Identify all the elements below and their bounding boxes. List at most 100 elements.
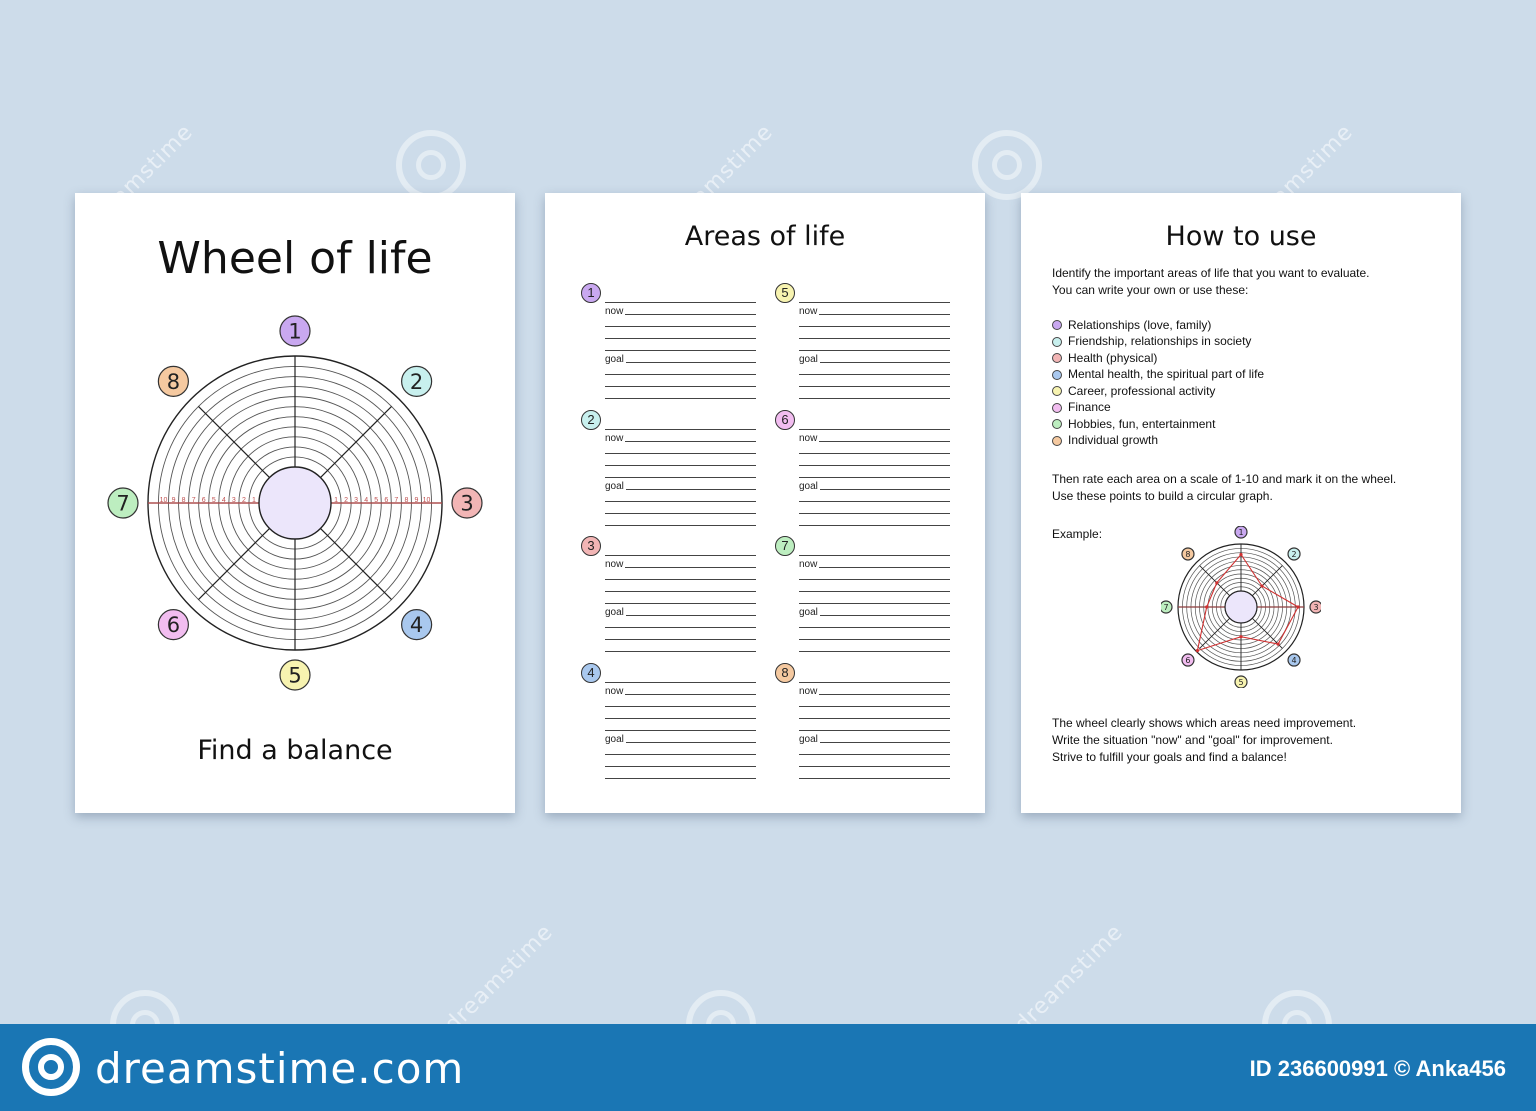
area-number-badge: 5 [775, 283, 795, 303]
area-number-badge: 4 [581, 662, 601, 683]
writing-line[interactable] [799, 591, 950, 592]
writing-line[interactable] [605, 326, 756, 327]
writing-line[interactable] [605, 603, 756, 604]
writing-line[interactable] [605, 591, 756, 592]
svg-text:4: 4 [410, 613, 423, 637]
writing-line[interactable] [799, 651, 950, 652]
writing-line[interactable] [799, 705, 950, 707]
area-badge-5: 5 [1234, 675, 1248, 688]
writing-line[interactable] [799, 729, 950, 731]
color-dot-icon [1052, 336, 1062, 347]
writing-line[interactable] [605, 651, 756, 652]
writing-line[interactable] [605, 476, 756, 478]
writing-line[interactable] [605, 398, 756, 399]
rate-text: Then rate each area on a scale of 1-10 a… [1052, 472, 1397, 503]
writing-line[interactable] [799, 326, 950, 327]
writing-line[interactable] [605, 639, 756, 640]
area-name-line[interactable] [605, 555, 756, 556]
writing-line[interactable] [799, 398, 950, 399]
writing-line[interactable] [799, 476, 950, 478]
color-dot-icon [1052, 435, 1062, 446]
writing-line[interactable] [799, 440, 950, 442]
writing-line[interactable] [605, 615, 756, 616]
area-badge-6: 6 [157, 609, 189, 641]
svg-text:7: 7 [116, 492, 129, 516]
writing-line[interactable] [605, 500, 756, 502]
area-name-line[interactable] [605, 681, 756, 683]
svg-text:7: 7 [1163, 603, 1168, 612]
area-badge-4: 4 [1287, 653, 1301, 667]
writing-line[interactable] [799, 524, 950, 526]
writing-line[interactable] [605, 374, 756, 375]
writing-line[interactable] [799, 452, 950, 454]
svg-text:3: 3 [232, 497, 236, 504]
writing-line[interactable] [799, 464, 950, 466]
writing-line[interactable] [799, 350, 950, 351]
writing-line[interactable] [605, 512, 756, 514]
area-name-line[interactable] [799, 681, 950, 683]
goal-label: goal [605, 480, 626, 492]
writing-line[interactable] [605, 452, 756, 454]
svg-text:8: 8 [1185, 550, 1190, 559]
writing-line[interactable] [799, 579, 950, 580]
writing-line[interactable] [799, 603, 950, 604]
writing-line[interactable] [605, 753, 756, 755]
writing-line[interactable] [605, 627, 756, 628]
footer-brand[interactable]: dreamstime.com [95, 1044, 465, 1093]
writing-line[interactable] [799, 627, 950, 628]
writing-line[interactable] [605, 765, 756, 767]
writing-line[interactable] [605, 314, 756, 315]
writing-line[interactable] [799, 374, 950, 375]
intro-text: Identify the important areas of life tha… [1052, 266, 1370, 297]
svg-text:2: 2 [242, 497, 246, 504]
writing-line[interactable] [799, 512, 950, 514]
writing-line[interactable] [605, 567, 756, 568]
writing-line[interactable] [605, 777, 756, 779]
page-title: Wheel of life [157, 233, 433, 284]
writing-line[interactable] [799, 362, 950, 363]
area-badge-1: 1 [279, 315, 311, 347]
writing-line[interactable] [799, 765, 950, 767]
writing-line[interactable] [799, 717, 950, 719]
areas-legend: Relationships (love, family)Friendship, … [1052, 317, 1441, 449]
area-name-line[interactable] [799, 555, 950, 556]
writing-line[interactable] [799, 777, 950, 779]
writing-line[interactable] [605, 488, 756, 490]
area-number-badge: 2 [581, 409, 601, 430]
writing-line[interactable] [605, 693, 756, 695]
area-name-line[interactable] [799, 302, 950, 303]
writing-line[interactable] [605, 741, 756, 743]
writing-line[interactable] [799, 753, 950, 755]
writing-line[interactable] [605, 386, 756, 387]
color-dot-icon [1052, 320, 1062, 331]
writing-line[interactable] [605, 579, 756, 580]
area-name-line[interactable] [605, 302, 756, 303]
watermark-spiral-icon [972, 130, 1042, 200]
writing-line[interactable] [799, 488, 950, 490]
writing-line[interactable] [799, 567, 950, 568]
writing-line[interactable] [605, 338, 756, 339]
writing-line[interactable] [605, 524, 756, 526]
svg-text:5: 5 [1238, 678, 1243, 687]
writing-line[interactable] [799, 639, 950, 640]
writing-line[interactable] [605, 729, 756, 731]
writing-line[interactable] [605, 717, 756, 719]
area-name-line[interactable] [605, 428, 756, 430]
writing-line[interactable] [605, 705, 756, 707]
writing-line[interactable] [799, 741, 950, 743]
svg-text:5: 5 [288, 664, 301, 688]
writing-line[interactable] [799, 386, 950, 387]
writing-line[interactable] [605, 464, 756, 466]
area-name-line[interactable] [799, 428, 950, 430]
writing-line[interactable] [799, 615, 950, 616]
writing-line[interactable] [799, 693, 950, 695]
writing-line[interactable] [605, 350, 756, 351]
writing-line[interactable] [799, 314, 950, 315]
area-number-badge: 1 [581, 283, 601, 303]
writing-line[interactable] [799, 338, 950, 339]
svg-text:4: 4 [222, 497, 226, 504]
writing-line[interactable] [605, 362, 756, 363]
writing-line[interactable] [799, 500, 950, 502]
writing-line[interactable] [605, 440, 756, 442]
